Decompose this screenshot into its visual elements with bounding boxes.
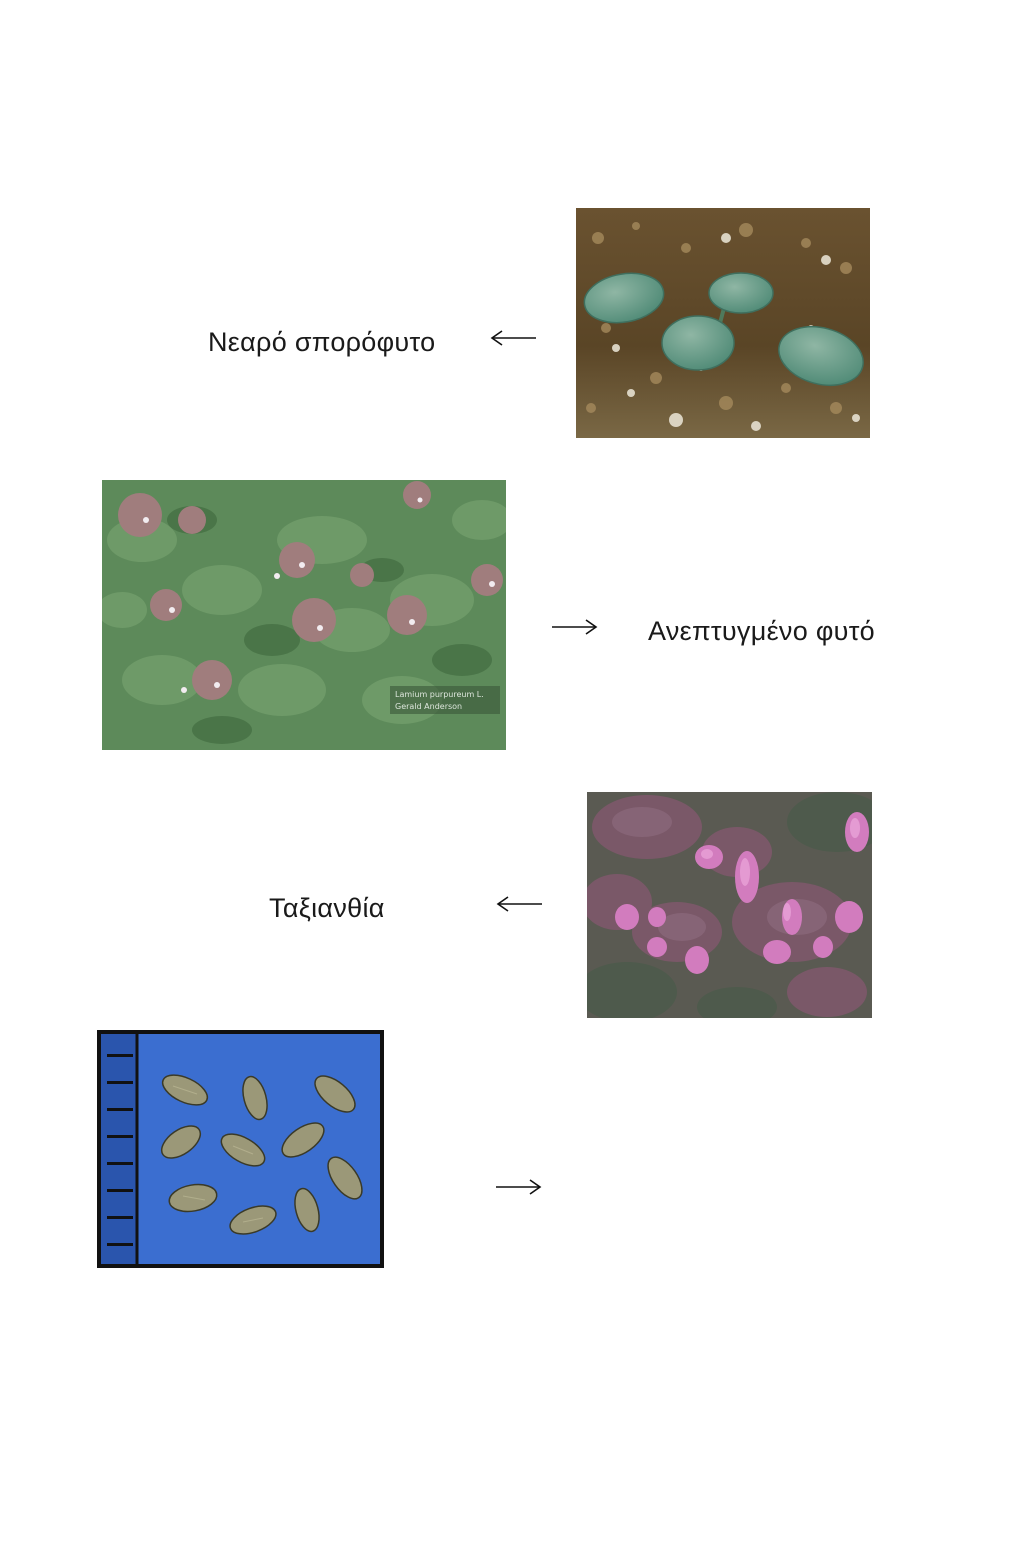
seedling-photo: [576, 208, 870, 438]
inflorescence-photo: [587, 792, 872, 1018]
photo-caption-line-1: Lamium purpureum L.: [395, 690, 484, 699]
left-arrow-icon: [490, 330, 536, 346]
photo-caption-line-2: Gerald Anderson: [395, 702, 462, 711]
seedling-label: Νεαρό σπορόφυτο: [208, 327, 436, 357]
inflorescence-label: Ταξιανθία: [269, 893, 385, 923]
right-arrow-icon: [552, 619, 598, 635]
mature-plant-label: Ανεπτυγμένο φυτό: [648, 616, 875, 646]
left-arrow-icon: [496, 896, 542, 912]
right-arrow-icon: [496, 1179, 542, 1195]
mature-plant-photo: Lamium purpureum L. Gerald Anderson: [102, 480, 506, 750]
seeds-photo: [97, 1030, 384, 1268]
